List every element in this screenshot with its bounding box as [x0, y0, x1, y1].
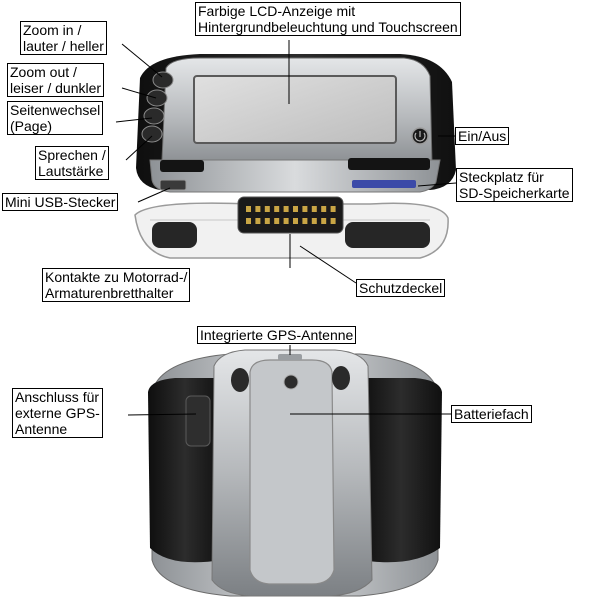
label-zoom-out: Zoom out / leiser / dunkler [7, 63, 105, 97]
label-usb: Mini USB-Stecker [2, 193, 119, 211]
label-power: Ein/Aus [455, 127, 510, 145]
contact-pin [330, 206, 336, 212]
mount-hole-left [231, 368, 249, 392]
label-battery: Batteriefach [451, 405, 532, 423]
contact-pin [311, 206, 317, 212]
label-contacts: Kontakte zu Motorrad-/ Armaturenbretthal… [42, 268, 191, 302]
contact-pin [321, 218, 327, 224]
cover-grip-right [345, 222, 430, 248]
label-zoom-in: Zoom in / lauter / heller [20, 21, 107, 55]
contact-pins [246, 206, 336, 224]
leader-lines [115, 40, 457, 416]
contact-pin [302, 218, 308, 224]
label-gps-antenna: Integrierte GPS-Antenne [197, 326, 357, 344]
usb-port [159, 179, 187, 191]
contact-pin [255, 206, 261, 212]
contact-pin [293, 206, 298, 212]
label-sd-slot: Steckplatz für SD-Speicherkarte [456, 168, 573, 202]
contact-pin [274, 218, 280, 224]
contact-pin [302, 206, 308, 212]
contact-pin [255, 218, 261, 224]
battery-compartment [249, 359, 335, 585]
contact-pin [283, 206, 289, 212]
gps-antenna-top [278, 354, 302, 360]
contact-pin [283, 218, 289, 224]
back-grip-right [360, 378, 442, 563]
contact-pin [321, 206, 327, 212]
contact-pin [311, 218, 317, 224]
lcd-screen [193, 75, 397, 144]
mount-hole-right [332, 366, 350, 390]
contact-pin [330, 218, 336, 224]
contact-pin [293, 218, 298, 224]
device-front [134, 54, 456, 259]
external-antenna-port [185, 395, 211, 447]
page-button [143, 107, 165, 125]
speaker-right [348, 158, 430, 170]
label-speak: Sprechen / Lautstärke [35, 146, 109, 180]
label-cover: Schutzdeckel [356, 279, 446, 297]
speaker-left [160, 160, 204, 172]
label-external-antenna: Anschluss für externe GPS- Antenne [12, 388, 103, 438]
contact-pin [264, 218, 270, 224]
contact-pin [246, 218, 251, 224]
speak-button [141, 125, 163, 143]
cover-grip-left [152, 222, 197, 248]
zoom-out-button [146, 89, 168, 107]
label-lcd: Farbige LCD-Anzeige mit Hintergrundbeleu… [195, 2, 461, 36]
battery-screw [283, 374, 299, 390]
contact-pin [274, 206, 280, 212]
sd-card [352, 180, 416, 188]
label-page: Seitenwechsel (Page) [7, 101, 104, 135]
contact-pin [264, 206, 270, 212]
contact-pin [246, 206, 251, 212]
zoom-in-button [152, 71, 174, 89]
